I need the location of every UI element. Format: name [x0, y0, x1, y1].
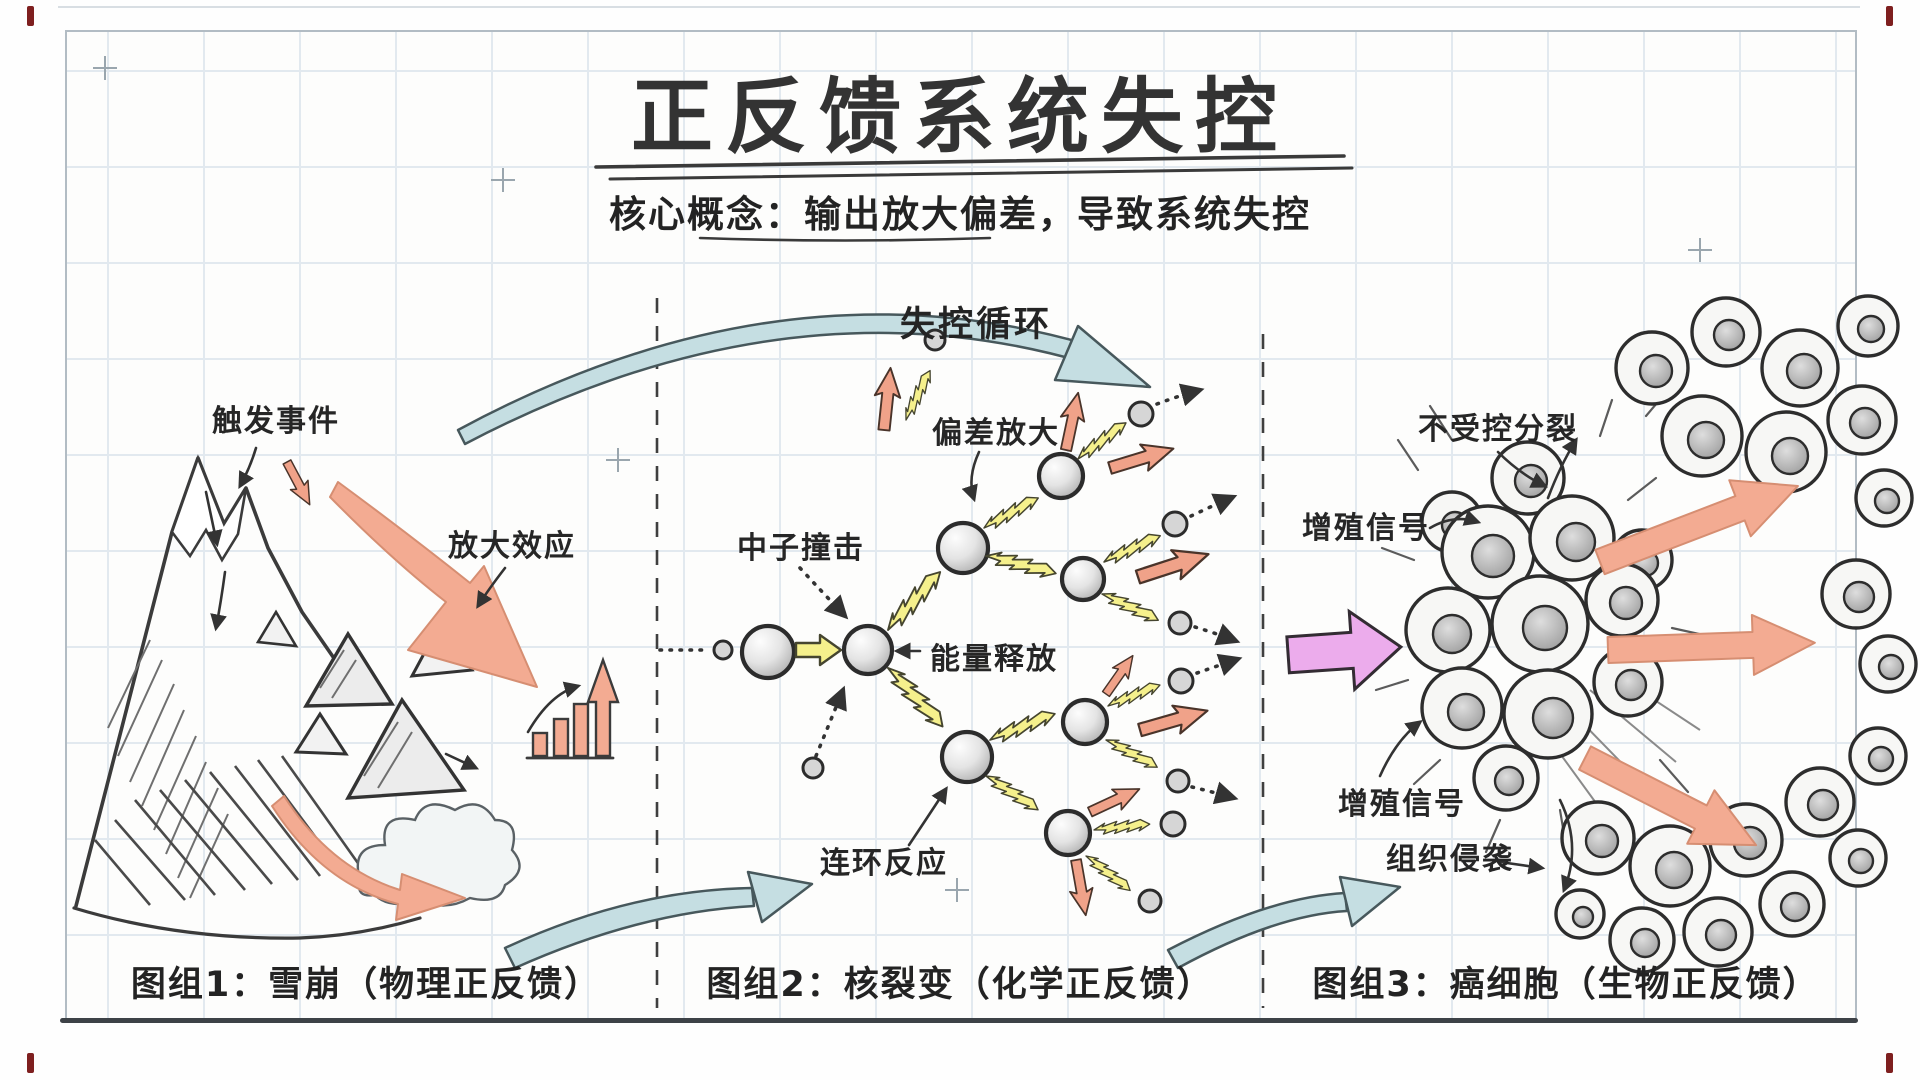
- nucleus: [939, 729, 995, 785]
- panel2-caption: 图组2：核裂变（化学正反馈）: [706, 965, 1214, 1005]
- free-neutron: [1167, 667, 1195, 695]
- nucleus: [1043, 808, 1093, 858]
- invasion-arrows: [1578, 479, 1816, 847]
- runaway-loop-arc-arrow: [456, 313, 1152, 446]
- top-edge-rule: [58, 6, 1860, 8]
- corner-mark-bottom-left: [27, 1053, 34, 1073]
- small-salmon-arrow: [277, 456, 320, 511]
- spreading-cells: [1554, 294, 1918, 974]
- proliferation-signal-bottom-label: 增殖信号: [1338, 787, 1466, 822]
- deviation-amplify-label: 偏差放大: [932, 416, 1060, 451]
- free-neutron: [923, 328, 947, 352]
- energy-release-label: 能量释放: [930, 642, 1058, 677]
- page-subtitle: 核心概念：输出放大偏差，导致系统失控: [609, 193, 1311, 236]
- corner-mark-bottom-right: [1886, 1053, 1893, 1073]
- free-neutron: [1159, 810, 1187, 838]
- chain-reaction-pointer: [907, 786, 948, 847]
- mountain-sketch: [72, 454, 521, 940]
- rising-arrow: [586, 656, 620, 758]
- slope-arrows: [204, 490, 480, 770]
- runaway-loop-label: 失控循环: [900, 305, 1053, 345]
- trigger-arrow: [238, 446, 258, 489]
- amplification-arrow: [271, 481, 538, 921]
- panel2-to-panel3-arrow: [1166, 875, 1402, 970]
- free-neutron: [1137, 888, 1163, 914]
- burst-lines: [1374, 388, 1710, 854]
- impact-arrow: [794, 633, 843, 667]
- panel1-to-panel2-arrow: [503, 870, 814, 970]
- title-underline: [594, 154, 1354, 242]
- trigger-event-label: 触发事件: [212, 404, 340, 439]
- growth-bar-chart: [525, 656, 620, 760]
- corner-mark-top-right: [1886, 6, 1893, 26]
- annotation-arrows: [1378, 437, 1578, 894]
- free-neutron: [1161, 510, 1189, 538]
- deviation-amplify-pointer: [961, 450, 981, 503]
- panel3-caption: 图组3：癌细胞（生物正反馈）: [1312, 965, 1820, 1005]
- nucleus: [1059, 555, 1107, 603]
- fission-chain-tree: [658, 328, 1243, 919]
- bottom-frame-rule: [60, 1018, 1858, 1023]
- corner-mark-top-left: [27, 6, 34, 26]
- tissue-invasion-label: 组织侵袭: [1386, 842, 1514, 877]
- chain-reaction-label: 连环反应: [820, 846, 948, 881]
- free-neutron: [1167, 610, 1193, 636]
- mountain-hatching: [94, 639, 362, 906]
- nucleus: [1036, 451, 1086, 501]
- incoming-neutron: [712, 639, 734, 661]
- amplify-label-arrow: [476, 566, 507, 609]
- neutron-strike-label: 中子撞击: [737, 531, 865, 566]
- free-neutron: [1165, 768, 1191, 794]
- panel1-caption: 图组1：雪崩（物理正反馈）: [130, 965, 602, 1005]
- proliferation-signal-top-label: 增殖信号: [1302, 511, 1430, 546]
- amplification-effect-label: 放大效应: [448, 529, 576, 564]
- free-neutron: [1127, 400, 1155, 428]
- page-title: 正反馈系统失控: [630, 70, 1289, 165]
- nucleus: [739, 623, 797, 681]
- stray-neutron-arrow: [814, 685, 847, 758]
- nucleus: [841, 623, 895, 677]
- nucleus: [935, 520, 991, 576]
- uncontrolled-division-label: 不受控分裂: [1418, 412, 1578, 447]
- crosshair-marks: [93, 56, 1712, 902]
- proliferation-input-arrow: [1285, 608, 1404, 693]
- neutron-strike-arrow: [798, 566, 849, 620]
- cancer-cell-cluster: [1374, 294, 1918, 974]
- stray-neutron: [801, 756, 825, 780]
- nucleus: [1060, 697, 1110, 747]
